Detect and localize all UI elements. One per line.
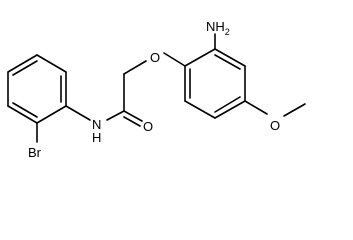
amide-nitrogen-label: N (92, 117, 101, 132)
methylene-oxygen-bond (123, 60, 147, 75)
methoxy-methyl-bond (283, 103, 306, 117)
nitrogen-carbonyl-bond (106, 110, 125, 121)
ether-oxygen-label: O (150, 50, 160, 65)
aryl-nitrogen-bond (65, 105, 91, 121)
amine-label: NH2 (206, 19, 230, 37)
bromine-label: Br (28, 145, 42, 160)
methoxy-oxygen-label: O (270, 118, 280, 133)
aminomethoxyphenyl-ring (184, 48, 246, 119)
aryl-methoxy-bond (244, 100, 268, 115)
carbonyl-oxygen-label: O (143, 119, 153, 134)
oxygen-aryl-bond (163, 52, 186, 67)
amide-hydrogen-label: H (92, 130, 101, 145)
bromophenyl-ring (7, 54, 67, 124)
chemical-structure: NH2 O O O N H Br (7, 19, 306, 160)
carbonyl-double-bond (123, 110, 143, 127)
